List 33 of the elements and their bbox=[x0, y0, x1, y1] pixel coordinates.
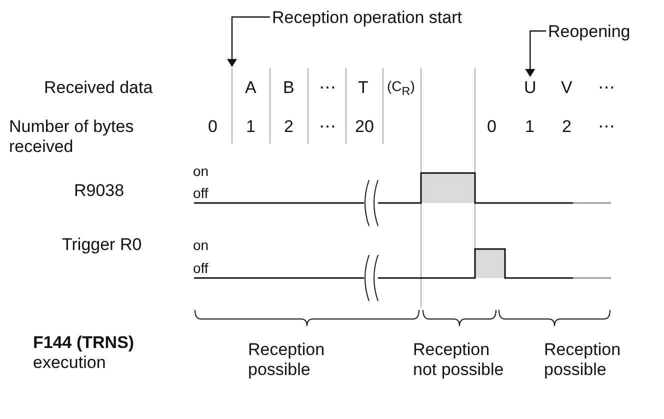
data-value: ⋯ bbox=[598, 78, 615, 98]
data-value: V bbox=[561, 78, 572, 98]
byte-count: 2 bbox=[562, 117, 572, 137]
data-value: A bbox=[245, 78, 256, 98]
data-value: B bbox=[283, 78, 294, 98]
state-label: on bbox=[193, 237, 209, 253]
byte-count: 0 bbox=[487, 117, 496, 137]
byte-count: 2 bbox=[284, 117, 294, 137]
callout-text: Reopening bbox=[548, 22, 630, 42]
status-label: Reception possible bbox=[544, 340, 622, 380]
function-label: F144 (TRNS) execution bbox=[33, 333, 136, 373]
signal-name: R9038 bbox=[74, 181, 124, 201]
byte-count: 0 bbox=[208, 117, 218, 137]
leader-arrow bbox=[227, 16, 270, 67]
data-value: ⋯ bbox=[319, 78, 336, 98]
data-value: (C$_{R}$) bbox=[387, 78, 415, 100]
data-value: T bbox=[358, 78, 368, 98]
byte-count: 1 bbox=[525, 117, 534, 137]
byte-count: ⋯ bbox=[598, 117, 615, 137]
byte-count: ⋯ bbox=[319, 117, 336, 137]
leader-arrow bbox=[525, 30, 546, 77]
data-value: U bbox=[524, 78, 536, 98]
state-label: off bbox=[193, 260, 208, 276]
signal-name: Trigger R0 bbox=[62, 235, 142, 255]
byte-count: 20 bbox=[355, 117, 374, 137]
status-label: Reception not possible bbox=[413, 340, 505, 380]
state-label: on bbox=[193, 163, 209, 179]
row-label: Received data bbox=[44, 78, 153, 98]
row-label: Number of bytes received bbox=[9, 117, 135, 157]
byte-count: 1 bbox=[246, 117, 256, 137]
status-label: Reception possible bbox=[248, 340, 326, 380]
state-label: off bbox=[193, 185, 208, 201]
callout-text: Reception operation start bbox=[272, 8, 462, 28]
